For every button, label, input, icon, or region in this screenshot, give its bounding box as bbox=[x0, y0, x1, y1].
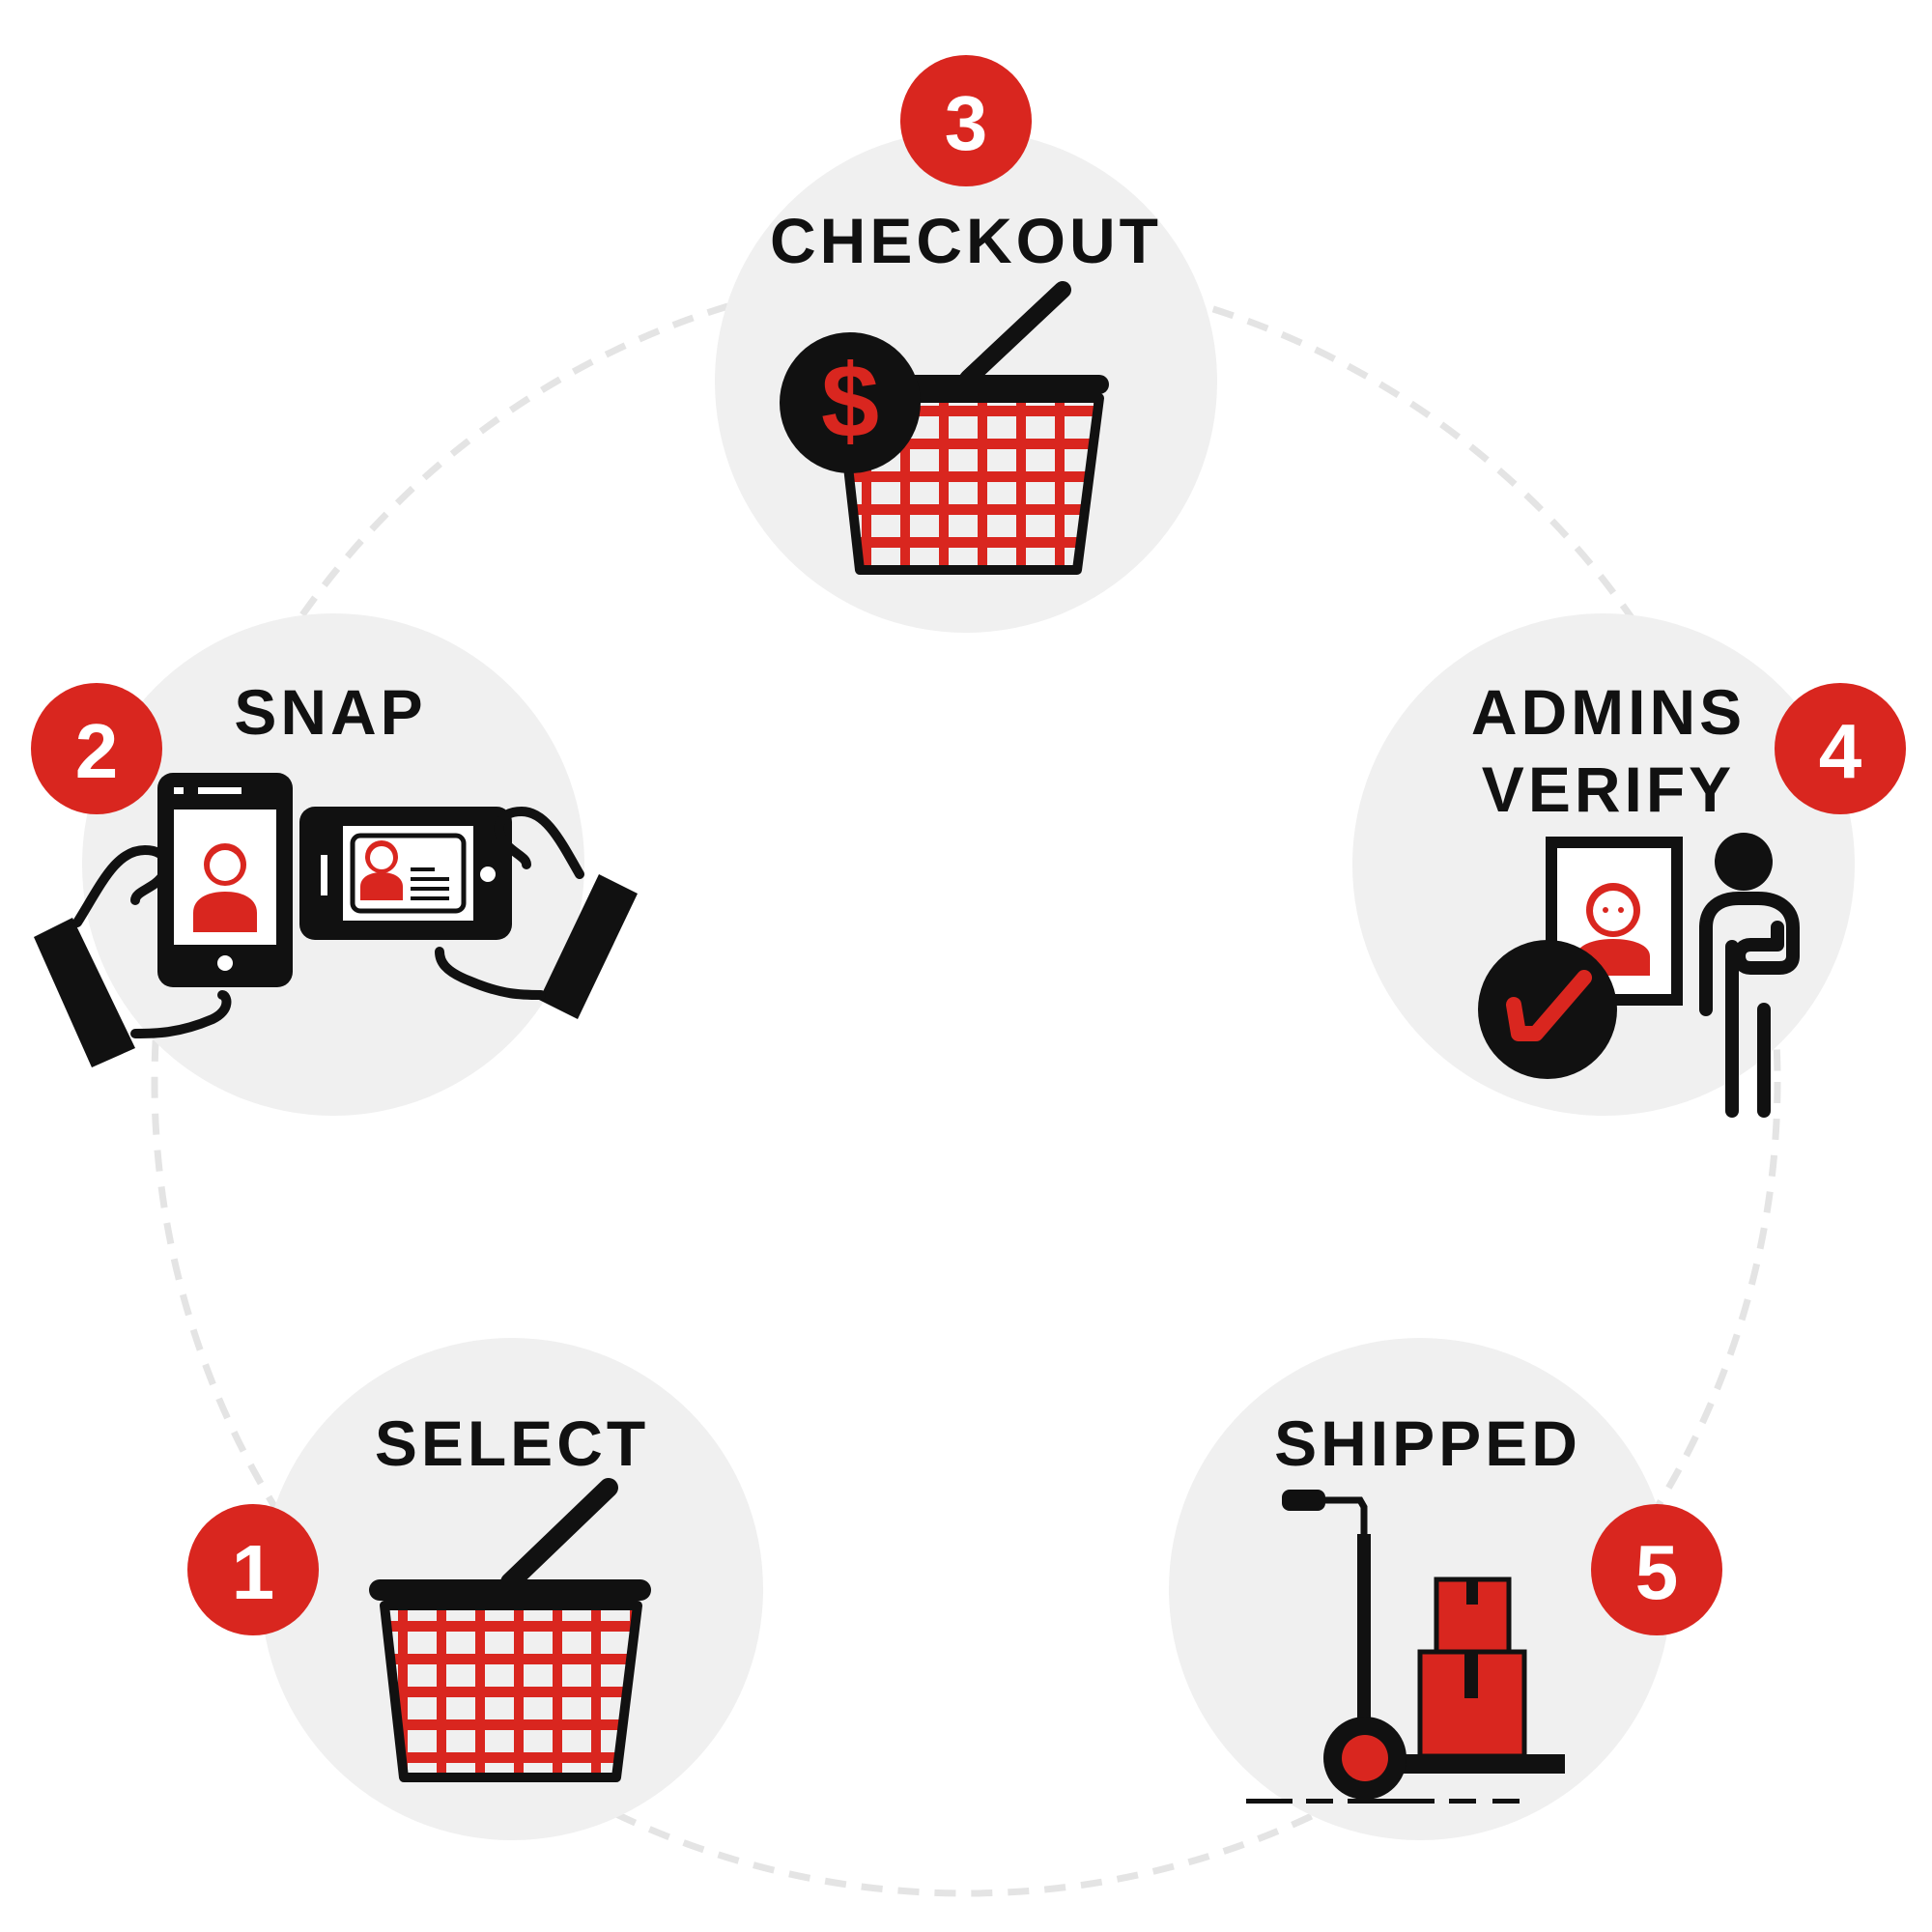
step-1-label: SELECT bbox=[375, 1407, 649, 1479]
step-5-label: SHIPPED bbox=[1274, 1407, 1581, 1479]
step-admins-verify: 4 ADMINS VERIFY bbox=[1471, 676, 1906, 1118]
step-5-disc bbox=[1169, 1338, 1671, 1840]
step-shipped: 5 SHIPPED bbox=[1246, 1407, 1722, 1804]
admin-verify-icon bbox=[1478, 833, 1800, 1118]
step-2-number: 2 bbox=[75, 708, 119, 794]
step-3-badge bbox=[900, 55, 1032, 186]
step-4-label-line-2: VERIFY bbox=[1482, 753, 1735, 825]
basket-dollar-icon: $ bbox=[780, 281, 1109, 575]
phone-id-photo-icon bbox=[34, 773, 638, 1067]
step-5-number: 5 bbox=[1635, 1529, 1679, 1615]
step-snap: 2 SNAP bbox=[31, 676, 638, 1067]
step-2-label: SNAP bbox=[234, 676, 426, 748]
step-4-label-line-1: ADMINS bbox=[1471, 676, 1746, 748]
step-1-badge bbox=[187, 1504, 319, 1635]
step-3-label: CHECKOUT bbox=[770, 205, 1162, 276]
step-3-number: 3 bbox=[945, 80, 988, 166]
svg-text:$: $ bbox=[821, 342, 879, 459]
step-4-number: 4 bbox=[1819, 708, 1862, 794]
step-2-badge bbox=[31, 683, 162, 814]
basket-icon bbox=[369, 1478, 651, 1782]
step-select: 1 SELECT bbox=[187, 1407, 651, 1782]
hand-truck-boxes-icon bbox=[1246, 1490, 1565, 1804]
step-5-badge bbox=[1591, 1504, 1722, 1635]
step-checkout: 3 CHECKOUT $ bbox=[770, 55, 1162, 575]
step-4-badge bbox=[1775, 683, 1906, 814]
step-1-number: 1 bbox=[232, 1529, 275, 1615]
